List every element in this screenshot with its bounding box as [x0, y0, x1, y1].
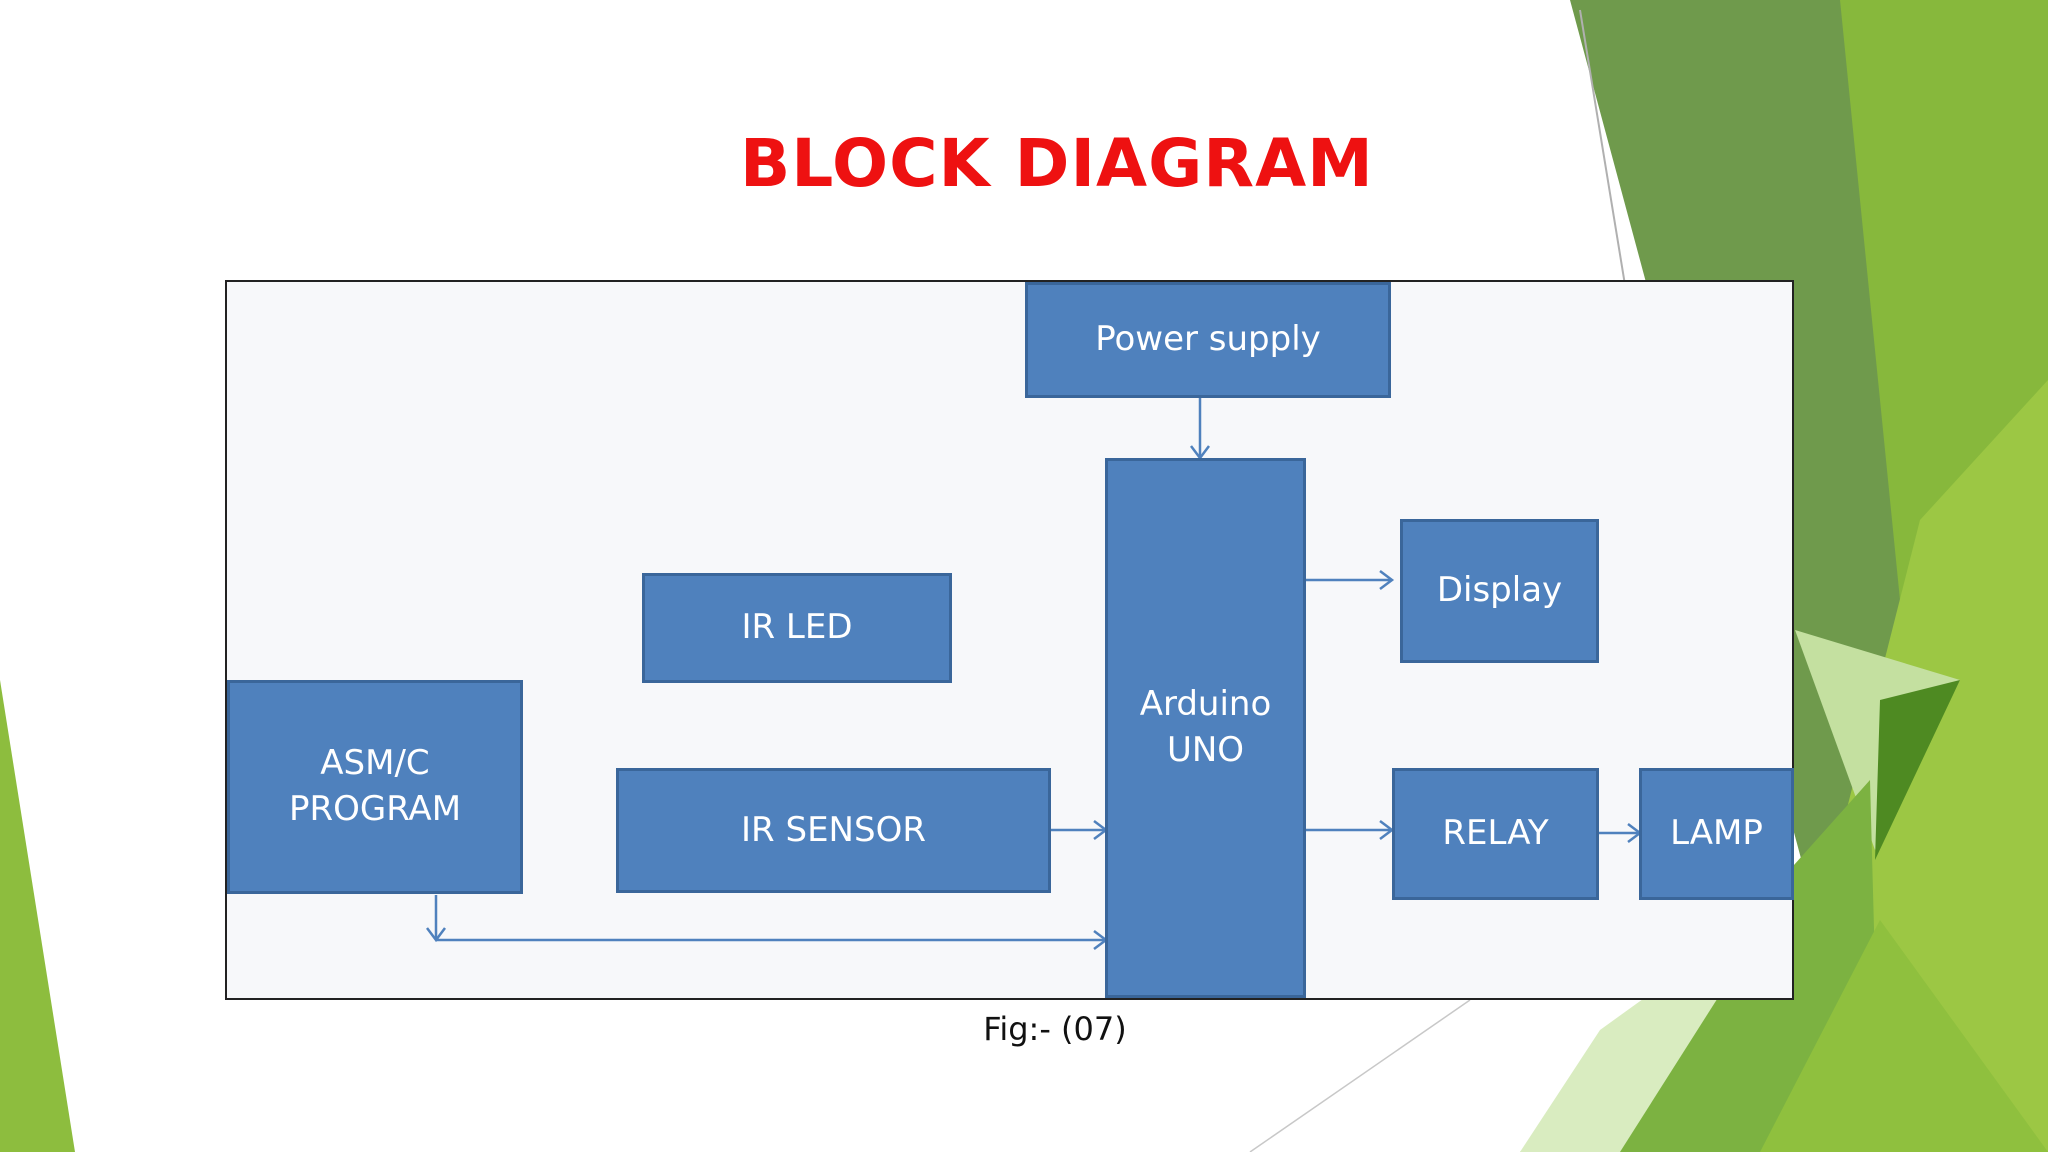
block-relay: RELAY — [1392, 768, 1599, 900]
green-facet — [1760, 920, 2048, 1152]
block-display: Display — [1400, 519, 1599, 663]
block-ir-led: IR LED — [642, 573, 952, 683]
green-facet — [1795, 630, 1960, 850]
arrow-arduino-to-display-head — [1379, 570, 1395, 590]
block-asm-c-program: ASM/C PROGRAM — [227, 680, 523, 894]
decor-line — [1579, 9, 1626, 286]
decor-line — [1249, 999, 1471, 1152]
block-power-supply: Power supply — [1025, 282, 1391, 398]
green-facet — [1875, 680, 1960, 860]
green-facet — [0, 680, 75, 1152]
page-title: BLOCK DIAGRAM — [740, 125, 1374, 202]
block-lamp: LAMP — [1639, 768, 1794, 900]
block-ir-sensor: IR SENSOR — [616, 768, 1051, 893]
figure-caption: Fig:- (07) — [983, 1010, 1127, 1048]
block-arduino-uno: Arduino UNO — [1105, 458, 1306, 998]
